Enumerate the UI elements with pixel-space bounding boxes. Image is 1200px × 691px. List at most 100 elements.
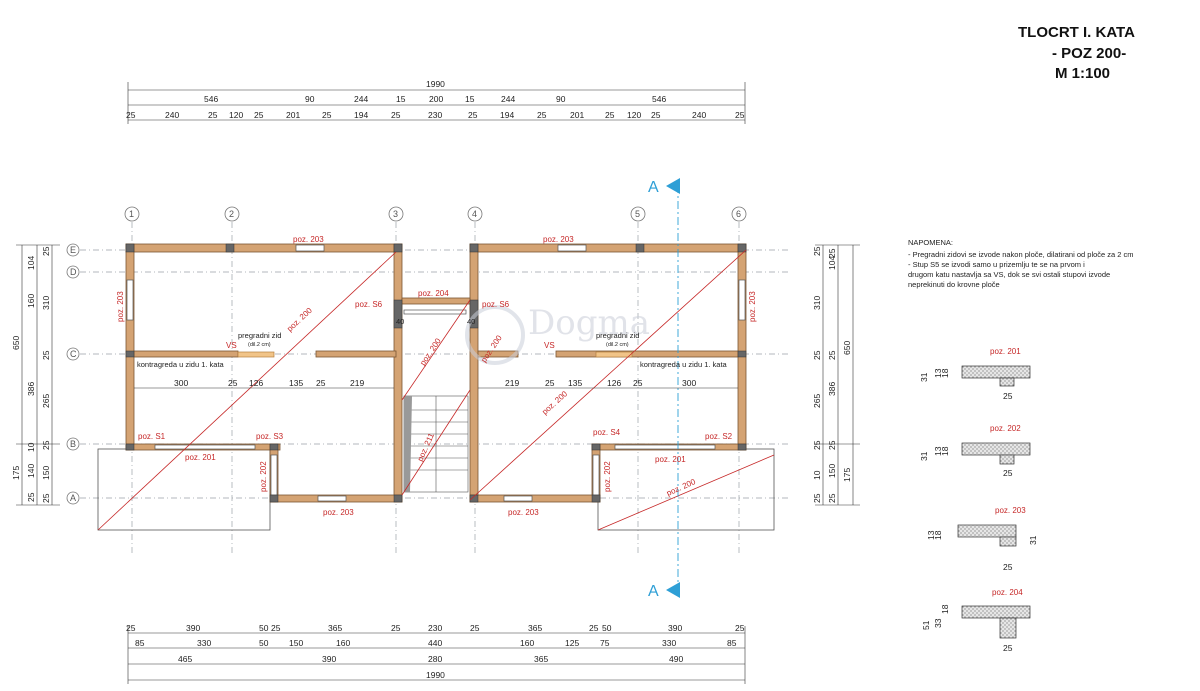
top-dimensions: [127, 82, 746, 124]
right-dim: 25: [812, 350, 822, 360]
inner-dim: 25: [633, 378, 643, 388]
right-dim: 25: [827, 440, 837, 450]
top-dim: 200: [429, 94, 443, 104]
label-poz200: poz. 200: [479, 333, 504, 364]
section-arrow-top-icon: [666, 178, 680, 194]
top-dim: 25: [126, 110, 136, 120]
axis-label-D: D: [70, 267, 77, 277]
label-poz200: poz. 200: [418, 336, 443, 367]
right-dim: 386: [827, 382, 837, 396]
bottom-dimensions: [127, 626, 746, 684]
top-dim: 546: [652, 94, 666, 104]
inner-dim: 25: [228, 378, 238, 388]
right-dim: 25: [812, 493, 822, 503]
top-dim: 25: [322, 110, 332, 120]
section-label: poz. 201: [990, 347, 1021, 356]
section-dim: 18: [940, 604, 950, 614]
bottom-dim: 160: [336, 638, 350, 648]
right-dim: 104: [827, 256, 837, 270]
axis-label-C: C: [70, 349, 77, 359]
top-dim: 25: [537, 110, 547, 120]
label-pregradni-zid: pregradni zid: [596, 331, 639, 340]
right-dim-labels: 650 175 104 310 386 150 25 25 25 25 25 2…: [812, 246, 852, 503]
bottom-dims-row3: 465 390 280 365 490: [178, 654, 683, 664]
section-dim: 31: [919, 451, 929, 461]
axis-label-6: 6: [736, 209, 741, 219]
axis-label-1: 1: [129, 209, 134, 219]
label-poz-s2: poz. S2: [705, 432, 733, 441]
bottom-dims-row2: 85 330 50 150 160 440 160 125 75 330 85: [135, 638, 737, 648]
axis-bubbles-numbers: [124, 206, 747, 222]
top-dim: 25: [468, 110, 478, 120]
label-pregradni-zid: pregradni zid: [238, 331, 281, 340]
dim-40: 40: [467, 317, 475, 326]
top-dim: 240: [165, 110, 179, 120]
label-kontragreda: kontragreda u zidu 1. kata: [137, 360, 225, 369]
label-poz202: poz. 202: [259, 461, 268, 492]
section-dim: 18: [940, 446, 950, 456]
axis-label-3: 3: [393, 209, 398, 219]
walls-central: [401, 297, 471, 305]
section-dim: 25: [1003, 391, 1013, 401]
label-pregradni-sub: (dil.2 cm): [606, 342, 629, 348]
bottom-dim: 25: [391, 623, 401, 633]
label-poz203: poz. 203: [508, 508, 539, 517]
section-dim: 13: [933, 368, 943, 378]
section-poz203: poz. 203 13 18 31 25: [926, 506, 1038, 572]
top-dims-row3: 25 240 25 120 25 201 25 194 25 230 25 19…: [126, 110, 745, 120]
axis-label-2: 2: [229, 209, 234, 219]
bottom-dim: 160: [520, 638, 534, 648]
bottom-dim: 50: [602, 623, 612, 633]
inner-dim: 300: [174, 378, 188, 388]
right-dim: 25: [827, 248, 837, 258]
bottom-dim: 365: [328, 623, 342, 633]
left-dim: 25: [41, 350, 51, 360]
note-line: neprekinuti do krovne ploče: [908, 280, 1000, 289]
left-dim: 140: [26, 464, 36, 478]
inner-dim: 135: [289, 378, 303, 388]
inner-dim: 126: [249, 378, 263, 388]
bottom-dim: 85: [727, 638, 737, 648]
top-dim: 230: [428, 110, 442, 120]
top-dim: 90: [556, 94, 566, 104]
dim-40: 40: [396, 317, 404, 326]
note-line: - Stup S5 se izvodi samo u prizemlju te …: [908, 260, 1085, 269]
slab-diagonals: [97, 249, 775, 531]
axis-label-5: 5: [635, 209, 640, 219]
section-dim: 18: [940, 368, 950, 378]
label-poz203: poz. 203: [323, 508, 354, 517]
section-dim: 31: [919, 372, 929, 382]
top-dim: 120: [229, 110, 243, 120]
label-poz202: poz. 202: [603, 461, 612, 492]
bottom-dim: 25: [271, 623, 281, 633]
top-dim: 201: [286, 110, 300, 120]
inner-dim: 219: [350, 378, 364, 388]
axis-letter-labels: E D C B A: [70, 245, 77, 503]
top-dim: 546: [204, 94, 218, 104]
inner-dim: 219: [505, 378, 519, 388]
top-dim: 194: [500, 110, 514, 120]
grid-axes: [80, 222, 790, 555]
label-poz203: poz. 203: [748, 291, 757, 322]
bottom-dim: 280: [428, 654, 442, 664]
right-dim: 10: [812, 470, 822, 480]
bottom-dim: 125: [565, 638, 579, 648]
watermark-logo-icon: [465, 305, 525, 365]
staircase: [403, 395, 469, 493]
left-dim: 10: [26, 442, 36, 452]
left-dim: 25: [41, 493, 51, 503]
bottom-dim: 85: [135, 638, 145, 648]
left-dim: 25: [41, 246, 51, 256]
bottom-dim: 390: [186, 623, 200, 633]
left-dimensions: [16, 244, 60, 506]
axis-label-E: E: [70, 245, 76, 255]
left-dim: 160: [26, 294, 36, 308]
top-dim: 244: [354, 94, 368, 104]
top-dim: 25: [735, 110, 745, 120]
section-line: A A: [648, 178, 680, 600]
bottom-dim: 330: [662, 638, 676, 648]
bottom-dim: 50: [259, 623, 269, 633]
top-dim: 25: [391, 110, 401, 120]
section-dim: 13: [926, 530, 936, 540]
bottom-dims-row1: 25 390 50 25 365 25 230 25 365 25 50 390…: [126, 623, 745, 633]
